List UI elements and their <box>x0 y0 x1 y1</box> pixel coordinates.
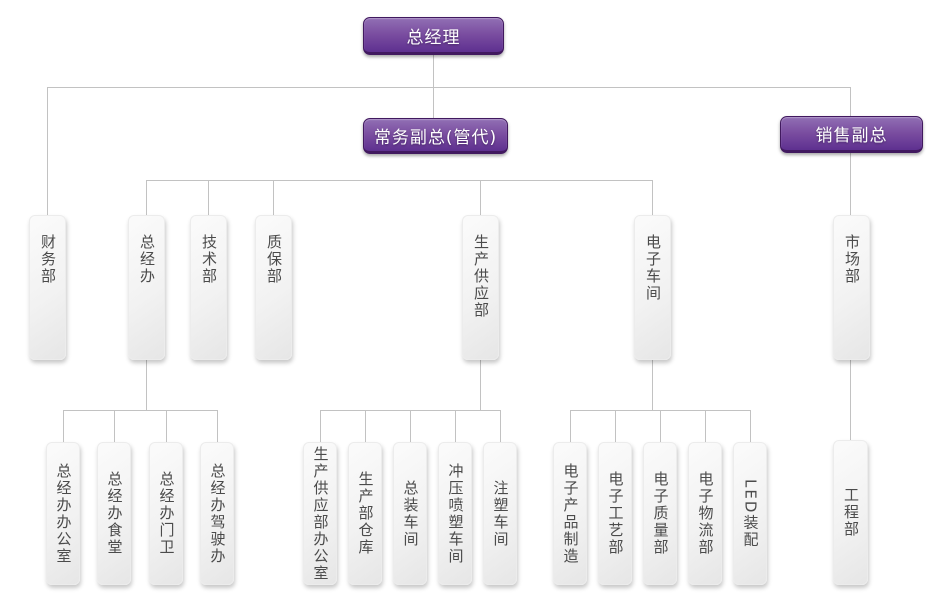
connector-line <box>850 153 851 215</box>
node-electronic-quality-dept: 电子质量部 <box>643 442 677 585</box>
node-injection-molding-workshop: 注塑车间 <box>483 442 517 585</box>
connector-line <box>114 410 115 442</box>
node-label: 生产供应部 <box>472 234 490 319</box>
connector-line <box>146 360 147 410</box>
connector-line <box>273 180 274 215</box>
node-label: 生产供应部办公室 <box>311 445 330 582</box>
node-engineering-dept: 工程部 <box>833 440 868 585</box>
connector-line <box>660 410 661 442</box>
node-technology-dept: 技术部 <box>190 215 227 360</box>
node-label: 总经办食堂 <box>105 471 124 556</box>
node-led-assembly: LED装配 <box>733 442 767 585</box>
connector-line <box>63 410 218 411</box>
connector-line <box>500 410 501 442</box>
connector-line <box>652 360 653 410</box>
node-gm-office-guard: 总经办门卫 <box>149 442 183 585</box>
node-label: 电子质量部 <box>651 471 670 556</box>
node-label: 电子物流部 <box>696 471 715 556</box>
node-label: 总装车间 <box>401 479 420 548</box>
connector-line <box>146 180 653 181</box>
node-gm-office-canteen: 总经办食堂 <box>97 442 131 585</box>
connector-line <box>146 180 147 215</box>
node-gm-office-admin: 总经办办公室 <box>46 442 80 585</box>
connector-line <box>208 180 209 215</box>
node-quality-assurance-dept: 质保部 <box>255 215 292 360</box>
node-marketing-dept: 市场部 <box>833 215 870 360</box>
node-gm-office: 总经办 <box>128 215 165 360</box>
connector-line <box>750 410 751 442</box>
node-label: 工程部 <box>842 487 860 538</box>
node-stamping-spray-workshop: 冲压喷塑车间 <box>438 442 472 585</box>
node-label: 总经理 <box>406 27 461 48</box>
connector-line <box>570 410 571 442</box>
node-electronic-logistics-dept: 电子物流部 <box>688 442 722 585</box>
connector-line <box>480 180 481 215</box>
node-executive-deputy-gm: 常务副总(管代) <box>363 118 508 154</box>
connector-line <box>433 88 434 118</box>
node-label: 总经办 <box>138 234 156 285</box>
node-gm-office-driving: 总经办驾驶办 <box>200 442 234 585</box>
node-label: 常务副总(管代) <box>373 127 498 148</box>
connector-line <box>615 410 616 442</box>
node-label: 生产部仓库 <box>356 471 375 556</box>
node-label: 市场部 <box>843 234 861 285</box>
node-production-warehouse: 生产部仓库 <box>348 442 382 585</box>
node-label: 注塑车间 <box>491 479 510 548</box>
node-label: 总经办门卫 <box>157 471 176 556</box>
node-electronic-process-dept: 电子工艺部 <box>598 442 632 585</box>
connector-line <box>705 410 706 442</box>
node-general-manager: 总经理 <box>363 17 504 55</box>
node-finance-dept: 财务部 <box>29 215 66 360</box>
connector-line <box>480 360 481 410</box>
connector-line <box>850 88 851 116</box>
node-electronic-products-mfg: 电子产品制造 <box>553 442 587 585</box>
node-label: 电子产品制造 <box>561 462 580 565</box>
connector-line <box>455 410 456 442</box>
connector-line <box>47 87 851 88</box>
node-label: 电子车间 <box>644 234 662 302</box>
node-production-supply-office: 生产供应部办公室 <box>303 442 337 585</box>
connector-line <box>47 88 48 215</box>
node-electronics-workshop: 电子车间 <box>634 215 671 360</box>
node-production-supply-dept: 生产供应部 <box>462 215 499 360</box>
connector-line <box>652 180 653 215</box>
node-sales-deputy-gm: 销售副总 <box>780 116 923 153</box>
connector-line <box>850 360 851 440</box>
connector-line <box>166 410 167 442</box>
connector-line <box>217 410 218 442</box>
node-label: 冲压喷塑车间 <box>446 462 465 565</box>
node-label: 总经办办公室 <box>54 462 73 565</box>
connector-line <box>320 410 321 442</box>
connector-line <box>63 410 64 442</box>
node-label: 销售副总 <box>815 126 888 146</box>
node-label: 总经办驾驶办 <box>208 462 227 565</box>
node-label: 技术部 <box>200 234 218 285</box>
node-label: 电子工艺部 <box>606 471 625 556</box>
connector-line <box>433 55 434 87</box>
node-label: 质保部 <box>265 234 283 285</box>
node-label: 财务部 <box>39 234 57 285</box>
node-label: LED装配 <box>741 478 760 549</box>
node-final-assembly-workshop: 总装车间 <box>393 442 427 585</box>
connector-line <box>365 410 366 442</box>
connector-line <box>410 410 411 442</box>
